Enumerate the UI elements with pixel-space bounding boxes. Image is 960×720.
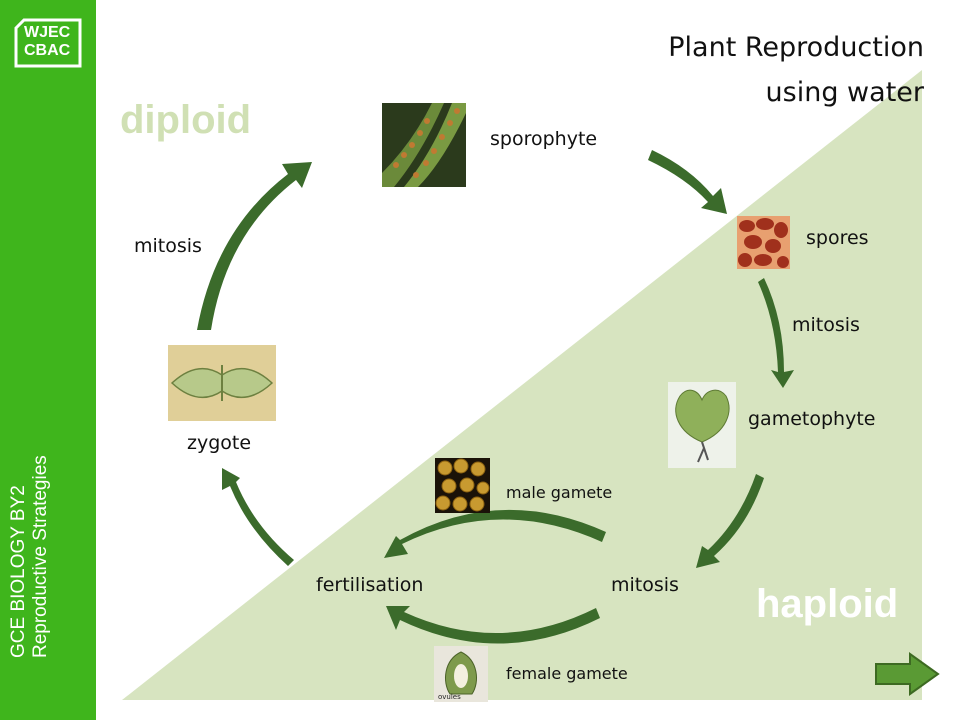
arrow-top-right xyxy=(648,150,727,214)
arrow-left-up xyxy=(197,162,312,330)
female-gamete-label: female gamete xyxy=(506,664,628,683)
spores-image xyxy=(737,216,790,269)
diploid-label: diploid xyxy=(120,98,252,142)
logo-line-2: CBAC xyxy=(24,42,71,59)
slide-title-line-1: Plant Reproduction xyxy=(668,32,924,63)
arrow-female-to-fertilisation xyxy=(386,606,600,644)
zygote-label: zygote xyxy=(187,432,252,454)
arrow-spores-down xyxy=(758,278,794,388)
arrow-gametophyte-down xyxy=(696,474,764,568)
mitosis-left-label: mitosis xyxy=(134,235,202,257)
sporophyte-label: sporophyte xyxy=(490,128,598,150)
slide-title-line-2: using water xyxy=(765,77,924,108)
gametophyte-label: gametophyte xyxy=(748,408,876,430)
arrow-bottom-left xyxy=(222,468,294,566)
male-gamete-image xyxy=(435,458,490,513)
mitosis-bottom-label: mitosis xyxy=(611,574,679,596)
female-gamete-image: ovules xyxy=(434,646,488,702)
mitosis-spores-label: mitosis xyxy=(792,314,860,336)
arrow-male-to-fertilisation xyxy=(384,509,606,558)
right-arrow-icon xyxy=(875,652,940,696)
zygote-image xyxy=(168,345,276,421)
next-slide-button[interactable] xyxy=(874,652,940,696)
spores-label: spores xyxy=(806,227,869,249)
ovules-caption: ovules xyxy=(438,693,461,701)
wjec-logo xyxy=(14,18,82,68)
sidebar xyxy=(0,0,96,720)
haploid-label: haploid xyxy=(756,582,899,626)
logo-line-1: WJEC xyxy=(24,24,71,41)
sporophyte-image xyxy=(382,103,466,187)
gametophyte-image xyxy=(668,382,736,468)
fertilisation-label: fertilisation xyxy=(316,574,424,596)
logo-text: WJEC CBAC xyxy=(24,24,78,60)
male-gamete-label: male gamete xyxy=(506,483,613,502)
